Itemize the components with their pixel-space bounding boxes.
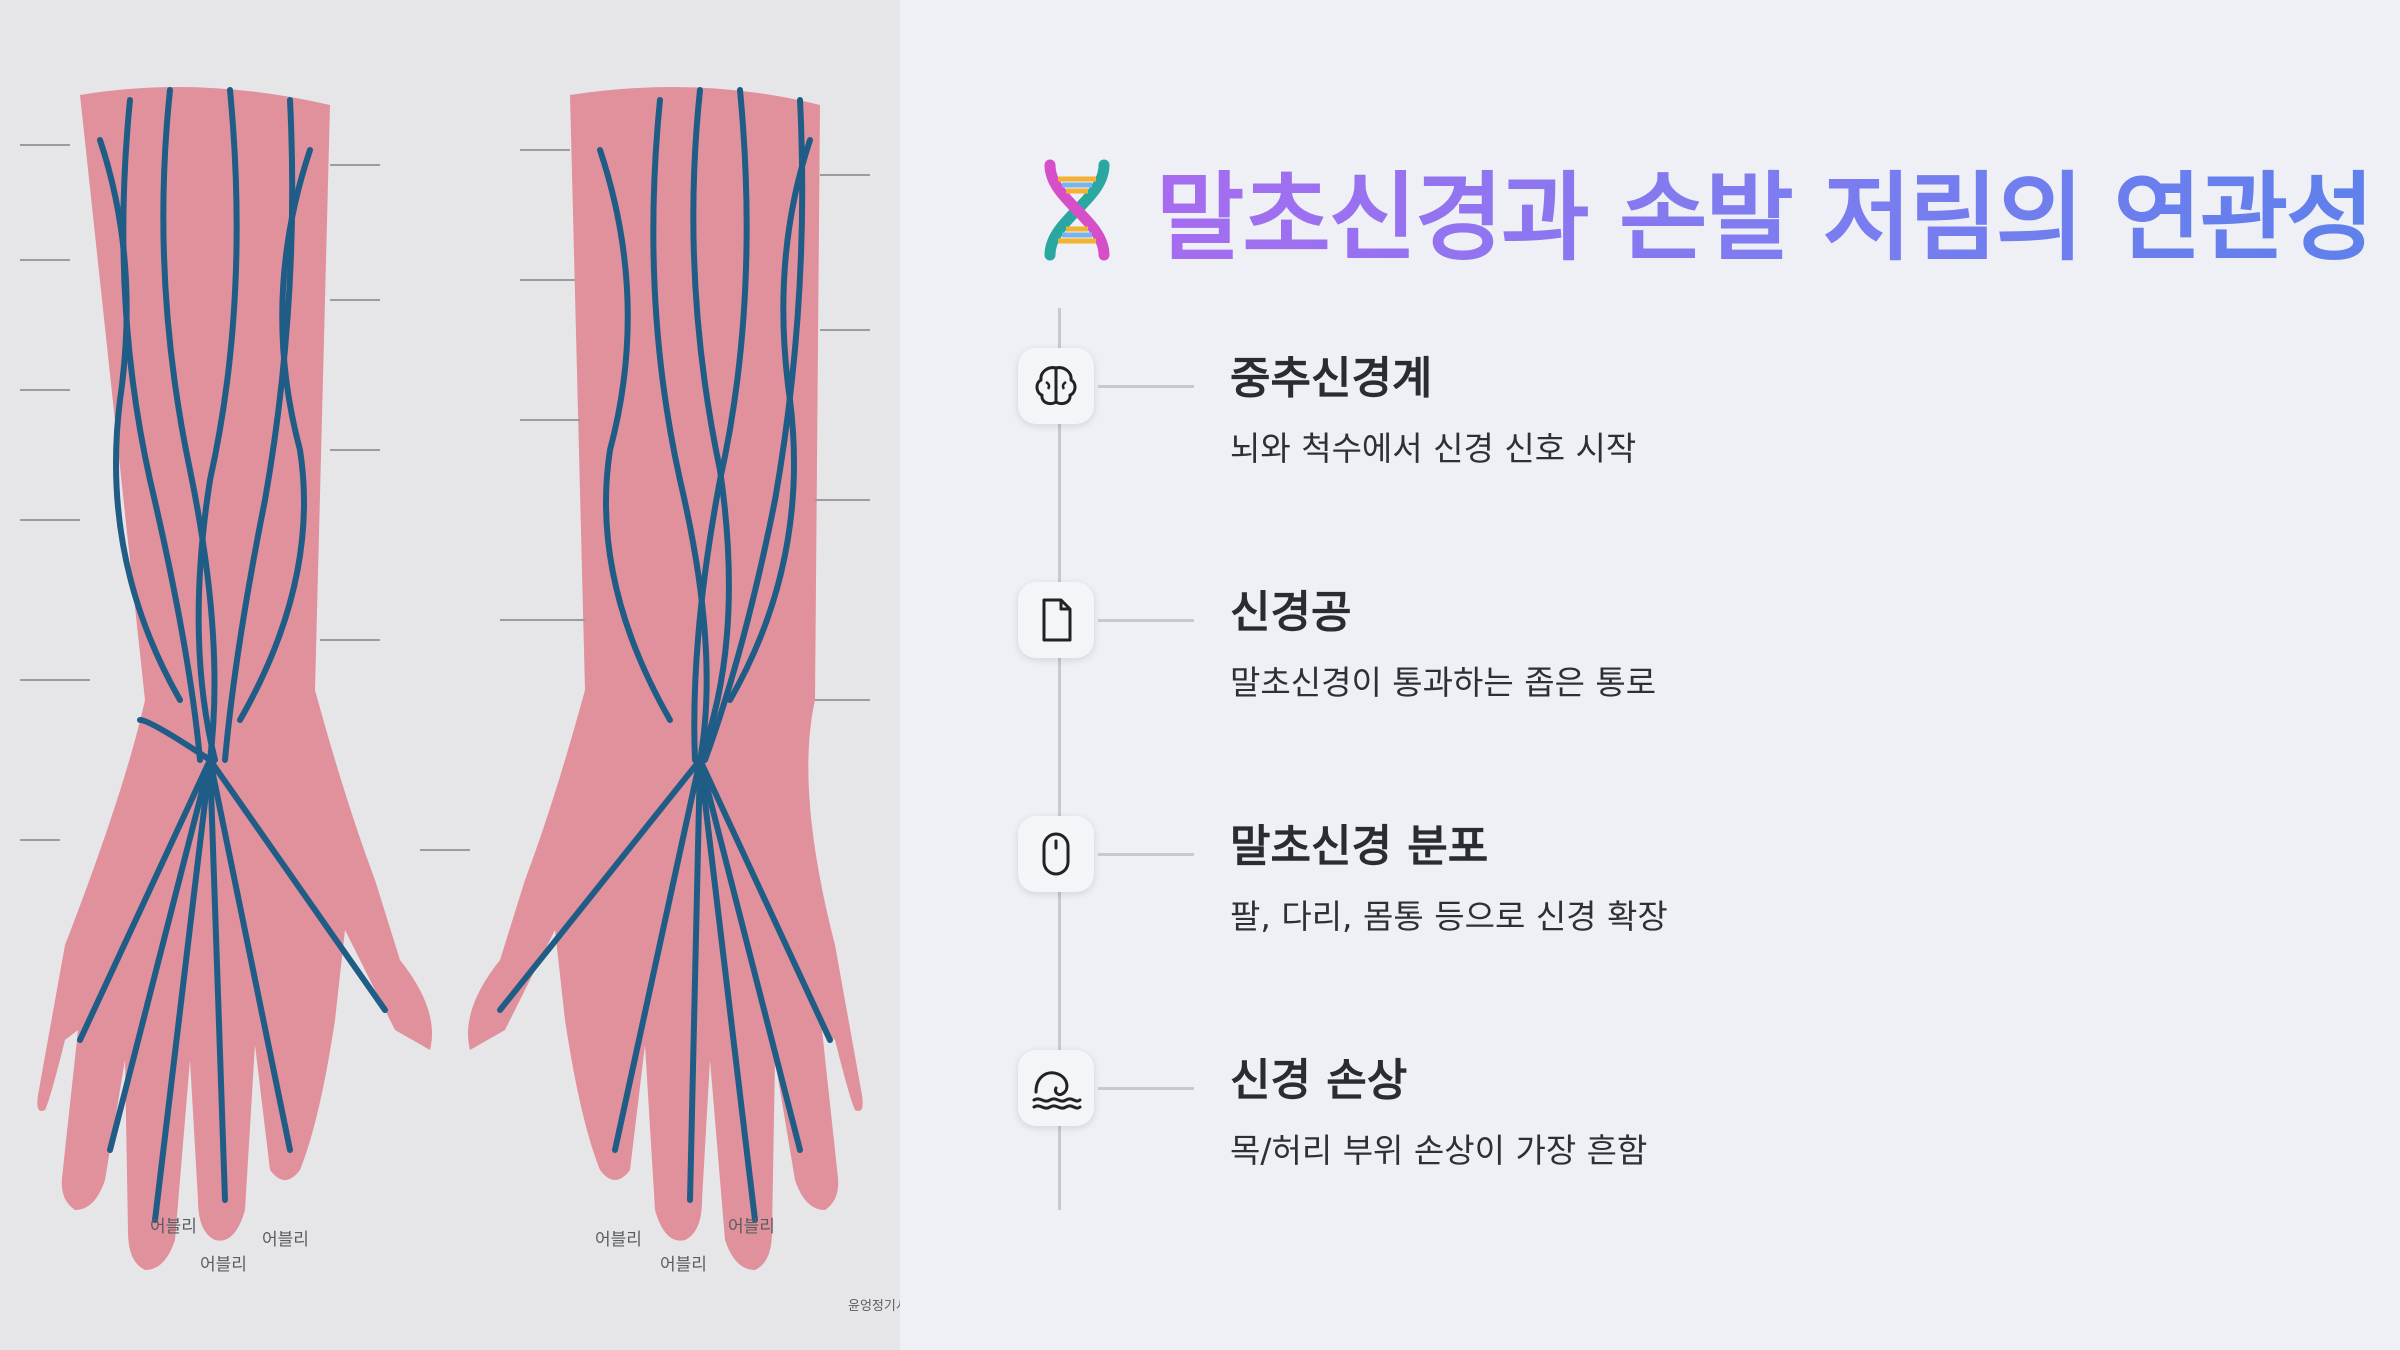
hand-nerve-diagram: 어블리 어블리 어블리 어블리 어블리 어블리 윤엉정기시 (20, 87, 900, 1314)
item-description: 팔, 다리, 몸통 등으로 신경 확장 (1230, 897, 1668, 936)
corner-label: 윤엉정기시 (848, 1299, 900, 1314)
timeline-item-peripheral-distribution: 말초신경 분포 팔, 다리, 몸통 등으로 신경 확장 (1018, 816, 2318, 946)
item-description: 말초신경이 통과하는 좁은 통로 (1230, 663, 1657, 702)
item-title: 신경공 (1230, 587, 1352, 638)
content-panel: 말초신경과 손발 저림의 연관성 중추신경계 뇌와 척수에서 신경 신호 시작 … (900, 0, 2400, 1350)
item-description: 뇌와 척수에서 신경 신호 시작 (1230, 429, 1637, 468)
finger-label: 어블리 (262, 1230, 309, 1250)
finger-label: 어블리 (200, 1255, 247, 1275)
finger-label: 어블리 (150, 1217, 197, 1237)
item-title: 말초신경 분포 (1230, 821, 1489, 872)
document-icon (1042, 598, 1072, 642)
page-title: 말초신경과 손발 저림의 연관성 (1156, 140, 2374, 279)
timeline-item-nerve-damage: 신경 손상 목/허리 부위 손상이 가장 흔함 (1018, 1050, 2318, 1180)
finger-label: 어블리 (595, 1230, 642, 1250)
right-hand-silhouette (468, 87, 863, 1270)
dna-icon (1044, 159, 1110, 260)
finger-label: 어블리 (728, 1217, 775, 1237)
timeline-line (1058, 308, 1061, 1210)
slide-header: 말초신경과 손발 저림의 연관성 (1022, 140, 2374, 279)
mouse-icon (1042, 832, 1070, 876)
brain-icon (1035, 366, 1077, 406)
item-description: 목/허리 부위 손상이 가장 흔함 (1230, 1131, 1648, 1170)
timeline-item-central-nervous-system: 중추신경계 뇌와 척수에서 신경 신호 시작 (1018, 348, 2318, 478)
item-title: 중추신경계 (1230, 353, 1433, 404)
finger-label: 어블리 (660, 1255, 707, 1275)
waves-icon (1032, 1071, 1082, 1110)
timeline-item-neural-foramen: 신경공 말초신경이 통과하는 좁은 통로 (1018, 582, 2318, 712)
item-title: 신경 손상 (1230, 1055, 1408, 1106)
hand-nerve-illustration: 어블리 어블리 어블리 어블리 어블리 어블리 윤엉정기시 (0, 0, 900, 1350)
